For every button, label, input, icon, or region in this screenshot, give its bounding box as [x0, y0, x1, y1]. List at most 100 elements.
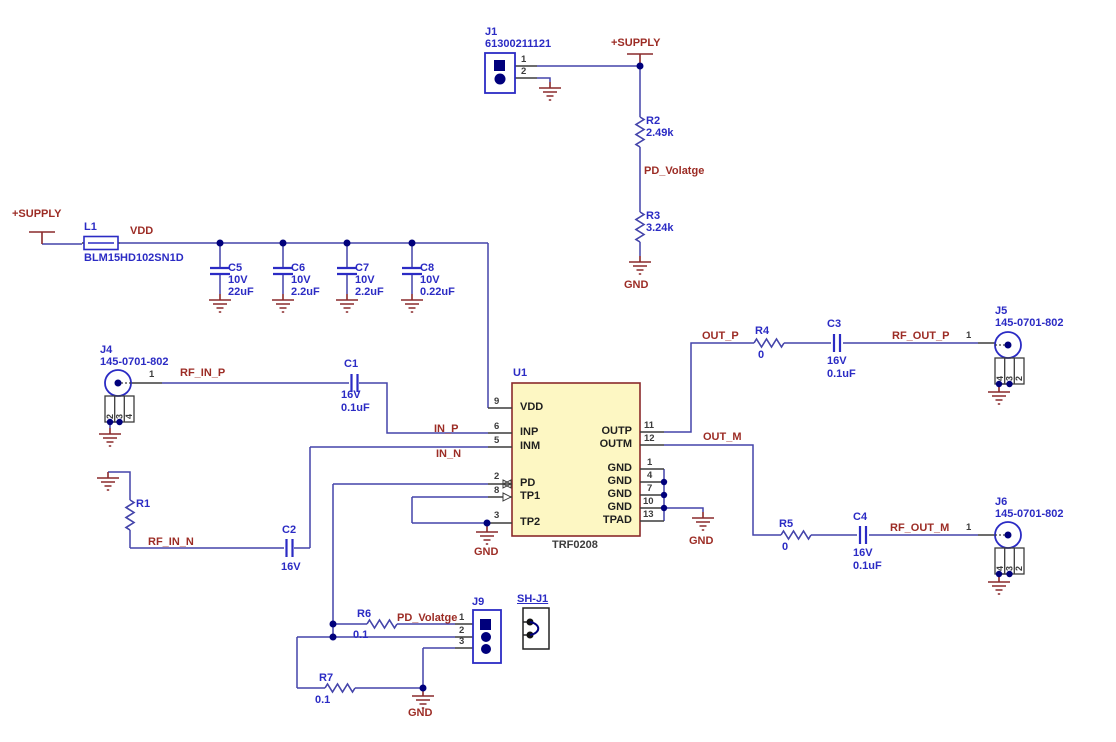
resistor-r7 [324, 683, 356, 693]
j4-ref: J4 [100, 344, 113, 356]
c8-voltage: 10V [420, 274, 440, 286]
connector-j1 [484, 52, 537, 94]
connector-j9 [455, 609, 502, 664]
l1-ref: L1 [84, 221, 97, 233]
net-gnd-tp2: GND [474, 546, 499, 558]
shunt-sh-j1 [522, 607, 550, 650]
u1-pin-gnd10: GND [607, 501, 632, 513]
net-pd-voltage-bottom: PD_Volatge [397, 612, 458, 624]
net-in-n: IN_N [436, 448, 462, 460]
net-rf-out-p: RF_OUT_P [892, 330, 950, 342]
sh-j1-ref: SH-J1 [517, 593, 549, 605]
resistor-r5 [780, 530, 812, 540]
c2-voltage: 16V [281, 561, 301, 573]
net-vdd: VDD [130, 225, 154, 237]
supply-symbols [28, 53, 654, 245]
net-gnd-chip: GND [689, 535, 714, 547]
j9-pin1-num: 1 [459, 612, 465, 623]
j4-part: 145-0701-802 [100, 356, 169, 368]
r2-value: 2.49k [646, 127, 674, 139]
u1-pin-tpad: TPAD [602, 514, 632, 526]
j5-ref: J5 [995, 305, 1008, 317]
resistor-r6 [366, 619, 398, 629]
c2-ref: C2 [282, 524, 297, 536]
c6-ref: C6 [291, 262, 306, 274]
u1-pin-inm: INM [520, 440, 541, 452]
j4-pin2-label: 2 [105, 414, 115, 419]
u1-pin-vdd: VDD [520, 401, 544, 413]
u1-pin1-num: 1 [647, 457, 653, 468]
junction-dots [216, 62, 668, 692]
c1-voltage: 16V [341, 389, 361, 401]
u1-pin8-num: 8 [494, 485, 500, 496]
resistor-r3 [635, 211, 645, 243]
chip-u1 [488, 382, 664, 537]
c7-voltage: 10V [355, 274, 375, 286]
u1-pin3-num: 3 [494, 510, 500, 521]
c1-value: 0.1uF [341, 402, 370, 414]
j9-ref: J9 [472, 596, 485, 608]
j6-pin3-label: 3 [1005, 566, 1015, 571]
u1-pin-gnd7: GND [607, 488, 632, 500]
u1-pin-tp2: TP2 [520, 516, 541, 528]
resistor-r4 [753, 338, 785, 348]
net-gnd-top: GND [624, 279, 649, 291]
net-rf-in-n: RF_IN_N [148, 536, 194, 548]
c6-voltage: 10V [291, 274, 311, 286]
c4-value: 0.1uF [853, 560, 882, 572]
c3-value: 0.1uF [827, 368, 856, 380]
r6-ref: R6 [357, 608, 372, 620]
c3-ref: C3 [827, 318, 842, 330]
r2-ref: R2 [646, 115, 661, 127]
c7-ref: C7 [355, 262, 370, 274]
u1-pin5-num: 5 [494, 435, 500, 446]
u1-ref: U1 [513, 367, 528, 379]
u1-pin13-num: 13 [643, 509, 654, 520]
j4-pin3-label: 3 [115, 414, 125, 419]
u1-part: TRF0208 [552, 539, 598, 551]
j1-pin2-num: 2 [521, 66, 527, 77]
j9-pin2-num: 2 [459, 625, 465, 636]
net-out-m: OUT_M [703, 431, 742, 443]
u1-pin9-num: 9 [494, 396, 500, 407]
j5-pin4-label: 4 [995, 376, 1005, 381]
r4-ref: R4 [755, 325, 770, 337]
u1-pin10-num: 10 [643, 496, 654, 507]
net-rf-in-p: RF_IN_P [180, 367, 226, 379]
c8-ref: C8 [420, 262, 435, 274]
net-supply-top: +SUPPLY [611, 37, 661, 49]
u1-pin-pd: PD [520, 477, 536, 489]
u1-pin-outm: OUTM [599, 438, 632, 450]
c5-voltage: 10V [228, 274, 248, 286]
u1-pin11-num: 11 [644, 420, 655, 431]
r5-value: 0 [782, 541, 789, 553]
r7-value: 0.1 [315, 694, 331, 706]
u1-pin4-num: 4 [647, 470, 653, 481]
r3-value: 3.24k [646, 222, 674, 234]
j6-pin2-label: 2 [1014, 566, 1024, 571]
r7-ref: R7 [319, 672, 334, 684]
connector-j4: 2 3 4 [104, 369, 162, 426]
c7-value: 2.2uF [355, 286, 384, 298]
connector-j6: 4 3 2 [978, 521, 1025, 578]
u1-pin-outp: OUTP [601, 425, 632, 437]
j4-pin1-num: 1 [149, 369, 155, 380]
u1-pin12-num: 12 [644, 433, 655, 444]
l1-part: BLM15HD102SN1D [84, 252, 184, 264]
u1-pin2-num: 2 [494, 471, 500, 482]
j5-part: 145-0701-802 [995, 317, 1064, 329]
net-rf-out-m: RF_OUT_M [890, 522, 950, 534]
c5-ref: C5 [228, 262, 243, 274]
c4-voltage: 16V [853, 547, 873, 559]
r6-value: 0.1 [353, 629, 369, 641]
j5-pin1-num: 1 [966, 330, 972, 341]
j5-pin2-label: 2 [1014, 376, 1024, 381]
c8-value: 0.22uF [420, 286, 455, 298]
j4-pin4-label: 4 [124, 414, 134, 419]
net-gnd-j9: GND [408, 707, 433, 719]
c6-value: 2.2uF [291, 286, 320, 298]
u1-pin7-num: 7 [647, 483, 653, 494]
j6-pin4-label: 4 [995, 566, 1005, 571]
